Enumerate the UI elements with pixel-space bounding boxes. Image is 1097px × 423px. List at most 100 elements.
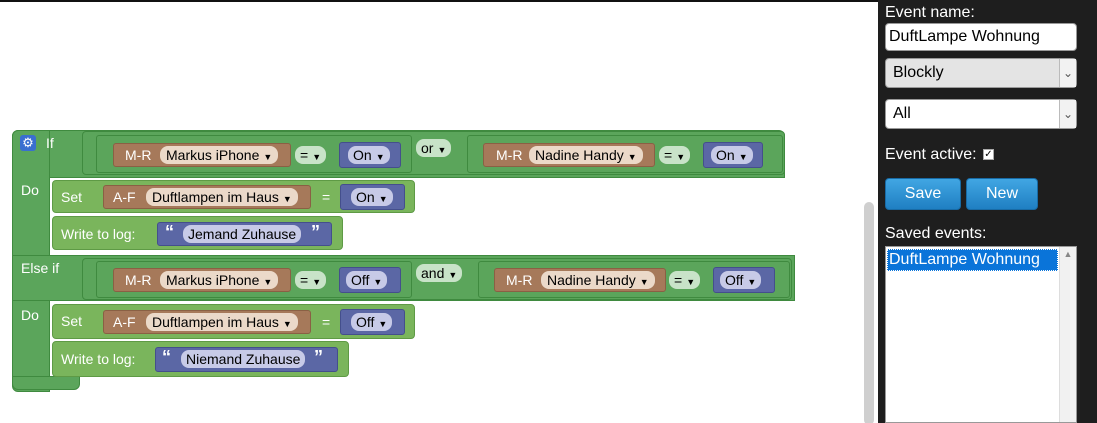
- saved-events-label: Saved events:: [885, 225, 987, 242]
- elseif-cond2-device[interactable]: Nadine Handy▼: [541, 271, 655, 289]
- event-filter-select[interactable]: All ⌄: [885, 99, 1077, 129]
- elseif-set-device-text: Duftlampen im Haus: [152, 314, 279, 330]
- event-active-label: Event active:: [885, 146, 977, 163]
- if-cond1-value[interactable]: On▼: [348, 146, 390, 164]
- chevron-down-icon: ▼: [738, 152, 748, 162]
- chevron-down-icon: ▼: [747, 277, 757, 287]
- if-cond1-op[interactable]: =▼: [295, 146, 327, 164]
- chevron-down-icon: ▼: [263, 152, 273, 162]
- check-icon: ✓: [984, 149, 993, 160]
- if-cond1-device[interactable]: Markus iPhone▼: [160, 146, 279, 164]
- event-panel: Event name: DuftLampe Wohnung Blockly ⌄ …: [878, 0, 1097, 423]
- elseif-log-text[interactable]: Niemand Zuhause: [181, 350, 306, 368]
- elseif-cond1-device[interactable]: Markus iPhone▼: [160, 271, 279, 289]
- if-set-label: Set: [61, 189, 83, 205]
- elseif-cond1-device-text: Markus iPhone: [166, 272, 260, 288]
- if-set-device-text: Duftlampen im Haus: [152, 189, 279, 205]
- saved-events-scrollbar[interactable]: ▲: [1059, 247, 1076, 422]
- elseif-set-value-text: Off: [356, 314, 375, 330]
- if-cond2-op[interactable]: =▼: [659, 146, 691, 164]
- elseif-set-value[interactable]: Off▼: [351, 313, 393, 331]
- blockly-workspace[interactable]: ⚙ If Do Else if Do M-R Markus iPhone▼ =▼…: [0, 0, 878, 423]
- workspace-scrollbar[interactable]: [864, 202, 874, 423]
- elseif-cond1-op-text: =: [300, 272, 309, 288]
- elseif-set-device[interactable]: Duftlampen im Haus▼: [146, 313, 298, 331]
- chevron-down-icon: ▼: [448, 270, 458, 280]
- and-operator-text: and: [421, 265, 445, 281]
- chevron-down-icon: ▼: [639, 277, 649, 287]
- elseif-label: Else if: [21, 260, 60, 276]
- chevron-down-icon: ▼: [437, 145, 447, 155]
- elseif-cond1-value[interactable]: Off▼: [346, 271, 388, 289]
- elseif-cond2-value-text: Off: [725, 272, 744, 288]
- saved-event-item[interactable]: DuftLampe Wohnung: [887, 249, 1058, 271]
- chevron-down-icon: ▼: [312, 152, 322, 162]
- chevron-down-icon: ▼: [312, 277, 322, 287]
- elseif-cond1-op[interactable]: =▼: [295, 271, 327, 289]
- event-type-value: Blockly: [893, 64, 944, 81]
- chevron-down-icon: ⌄: [1059, 100, 1076, 128]
- event-type-select[interactable]: Blockly ⌄: [885, 58, 1077, 88]
- if-block-bottom: [12, 376, 80, 390]
- chevron-down-icon: ⌄: [1059, 59, 1076, 87]
- if-cond1-device-text: Markus iPhone: [166, 147, 260, 163]
- gear-icon[interactable]: ⚙: [20, 135, 36, 151]
- event-filter-value: All: [893, 105, 911, 122]
- if-cond2-device[interactable]: Nadine Handy▼: [529, 146, 643, 164]
- if-cond2-value-text: On: [716, 147, 735, 163]
- if-cond2-op-text: =: [664, 147, 673, 163]
- elseif-cond2-type: M-R: [506, 272, 533, 288]
- elseif-set-label: Set: [61, 313, 83, 329]
- event-name-label: Event name:: [885, 4, 975, 21]
- do-label-2: Do: [21, 307, 39, 323]
- chevron-down-icon: ▼: [686, 277, 696, 287]
- close-quote-icon: ”: [311, 222, 320, 242]
- elseif-set-eq: =: [322, 314, 331, 330]
- or-operator-text: or: [421, 140, 434, 156]
- open-quote-icon: “: [165, 222, 174, 242]
- chevron-down-icon: ▼: [627, 152, 637, 162]
- if-log-text[interactable]: Jemand Zuhause: [183, 225, 302, 243]
- if-set-type: A-F: [113, 189, 136, 205]
- elseif-cond2-device-text: Nadine Handy: [547, 272, 636, 288]
- new-button[interactable]: New: [966, 178, 1038, 210]
- close-quote-icon: ”: [314, 347, 323, 367]
- chevron-down-icon: ▼: [378, 319, 388, 329]
- chevron-up-icon: ▲: [1063, 249, 1073, 259]
- chevron-down-icon: ▼: [263, 277, 273, 287]
- or-operator[interactable]: or▼: [416, 139, 452, 157]
- if-cond1-value-text: On: [353, 147, 372, 163]
- and-operator[interactable]: and▼: [416, 264, 463, 282]
- elseif-cond2-op-text: =: [674, 272, 683, 288]
- chevron-down-icon: ▼: [282, 194, 292, 204]
- elseif-cond1-type: M-R: [125, 272, 152, 288]
- chevron-down-icon: ▼: [676, 152, 686, 162]
- if-set-value[interactable]: On▼: [351, 188, 393, 206]
- save-button[interactable]: Save: [885, 178, 961, 210]
- open-quote-icon: “: [162, 347, 171, 367]
- if-label: If: [46, 135, 54, 151]
- if-log-label: Write to log:: [61, 226, 136, 242]
- if-set-eq: =: [322, 189, 331, 205]
- do-label: Do: [21, 182, 39, 198]
- chevron-down-icon: ▼: [282, 319, 292, 329]
- saved-events-list[interactable]: DuftLampe Wohnung ▲: [885, 246, 1077, 423]
- if-set-device[interactable]: Duftlampen im Haus▼: [146, 188, 298, 206]
- chevron-down-icon: ▼: [375, 152, 385, 162]
- event-name-input[interactable]: DuftLampe Wohnung: [885, 23, 1077, 51]
- if-cond1-type: M-R: [125, 147, 152, 163]
- if-set-value-text: On: [356, 189, 375, 205]
- if-cond1-op-text: =: [300, 147, 309, 163]
- elseif-set-type: A-F: [113, 314, 136, 330]
- elseif-cond1-value-text: Off: [351, 272, 370, 288]
- elseif-log-label: Write to log:: [61, 351, 136, 367]
- elseif-cond2-value[interactable]: Off▼: [720, 271, 762, 289]
- if-cond2-device-text: Nadine Handy: [535, 147, 624, 163]
- if-cond2-value[interactable]: On▼: [711, 146, 753, 164]
- if-cond2-type: M-R: [496, 147, 523, 163]
- chevron-down-icon: ▼: [373, 277, 383, 287]
- chevron-down-icon: ▼: [378, 194, 388, 204]
- elseif-cond2-op[interactable]: =▼: [669, 271, 701, 289]
- event-active-checkbox[interactable]: ✓: [983, 149, 994, 160]
